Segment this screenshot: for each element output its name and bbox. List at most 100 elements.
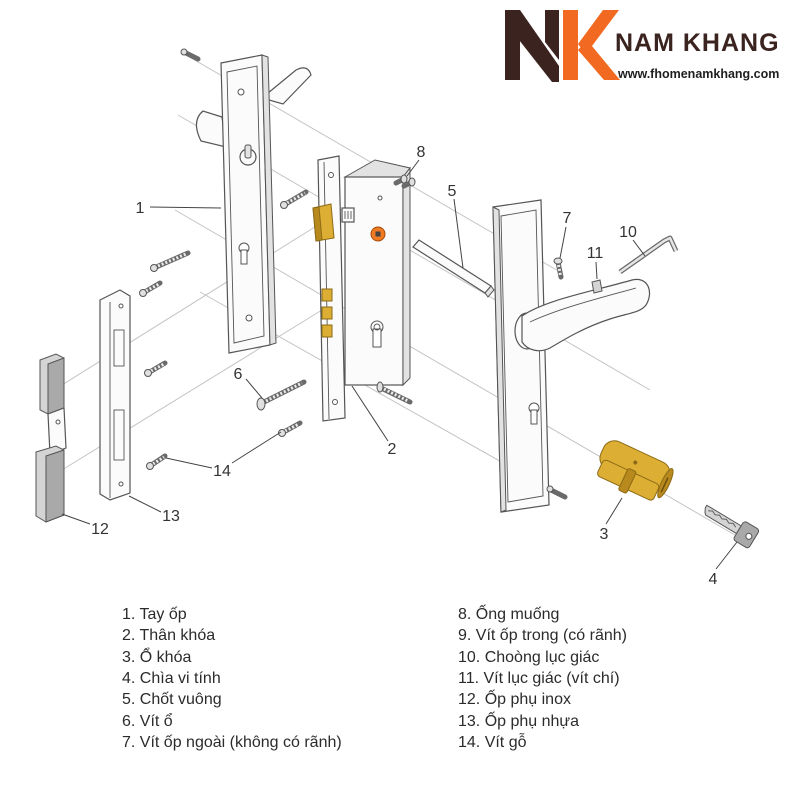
callout-11: 11 [587,245,604,262]
inner-plate-edge [492,206,507,513]
wood-screw [146,453,168,470]
spindle-bar [412,239,492,294]
case-rivet [377,195,383,201]
screw-head [546,485,554,493]
inner-lever-contour [529,287,637,323]
screw-thread [265,381,303,403]
lock-case-side [402,166,411,387]
plastic-strike-hole-bottom [118,481,124,487]
screw-head [144,369,152,377]
outer-plate-screw-hole-top [237,88,245,96]
grub-screw [591,279,603,294]
stainless-strike-plate [35,353,67,523]
leader-line-4 [715,541,738,570]
leader-lines [61,159,738,570]
square-spindle [412,239,495,298]
outer-plate-edge [261,54,277,346]
spindle-hub-square [375,231,381,237]
cylinder-hole-slot [372,328,382,348]
key-cuts [708,510,737,528]
screw-head [146,462,154,470]
legend-item-12: 12. Ốp phụ inox [458,691,571,709]
brand-website: www.fhomenamkhang.com [618,67,780,81]
outer-plate-body [220,54,271,354]
outer-plate-screw [553,257,564,280]
inner-plate-bottom-screw [546,485,568,500]
inner-handle-plate [492,199,651,513]
logo-k-stem [563,10,578,80]
top-plate-screw [180,48,201,62]
key-bow-hole [745,532,753,540]
cylinder-hole-inner [373,323,381,331]
inner-plate-inner-border [500,209,544,503]
leader-line-8 [406,159,420,177]
exploded-lock-diagram: 1 2 3 4 5 6 7 8 10 11 12 13 14 [35,48,760,588]
screw-thread [150,362,165,373]
thumbturn-knob [244,144,252,159]
plastic-strike-bolt-window [113,409,125,461]
callout-4: 4 [709,571,718,588]
screw-head [139,289,147,297]
screw-head [256,397,266,411]
screw-thread [286,191,306,205]
cylinder-cam [618,468,637,494]
legend-item-2: 2. Thân khóa [122,627,216,645]
wood-screws [139,48,309,470]
outer-plate-inner-border [226,65,265,344]
callout-7: 7 [563,210,572,227]
leader-line-2 [351,385,389,442]
callout-10: 10 [619,224,637,241]
strike-connecting-plate [47,407,67,455]
leader-line-3 [605,497,623,525]
faceplate-screw-hole-top [328,172,334,178]
plastic-strike-hole-top [118,303,124,309]
deadbolt-segment [321,288,333,302]
strike-upper-block-face [47,357,65,415]
leader-line-10 [632,239,646,257]
logo-n-right-bar [545,10,559,60]
leader-line-6 [245,378,263,399]
screw-head [180,48,188,56]
grub-screw-body [591,279,603,294]
screw-thread [284,422,300,433]
leader-line-13 [128,495,162,513]
leader-line-7 [559,226,567,259]
outer-lever-handle-top [260,67,312,105]
callout-5: 5 [448,183,457,200]
outer-lever-handle-left [195,110,227,148]
strike-lower-block-face [45,449,65,523]
parts-legend-left: 1. Tay ốp 2. Thân khóa 3. Ổ khóa 4. Chìa… [122,604,342,753]
plastic-strike-latch-window [113,329,125,367]
legend-item-10: 10. Choòng lục giác [458,648,600,666]
legend-item-3: 3. Ổ khóa [122,648,192,666]
outer-keyhole-slot [240,249,248,265]
sleeve-pin-head [408,177,416,187]
legend-item-7: 7. Vít ốp ngoài (không có rãnh) [122,734,342,752]
cylinder-screw [256,379,307,411]
callout-6: 6 [234,366,243,383]
inner-keyhole-slot [530,409,538,425]
callout-14: 14 [213,463,231,480]
lock-body [312,155,411,422]
screw-head [376,381,384,393]
computer-key [704,504,760,549]
leader-line-11 [595,261,598,280]
wood-screw [150,250,191,272]
logo-k-lower-arm [578,40,620,80]
screw-shaft [259,379,307,406]
screw-head [150,264,158,272]
legend-item-11: 11. Vít lục giác (vít chí) [458,670,620,688]
cylinder-screw-hole [633,460,638,465]
wood-screw [278,420,303,437]
leader-line-5 [453,198,464,269]
screw-thread [145,282,160,293]
legend-item-1: 1. Tay ốp [122,606,187,623]
lock-case-top [343,159,411,178]
deadbolt-segment [321,306,333,320]
hex-wrench [618,235,679,275]
callout-13: 13 [162,508,180,525]
deadbolt-segment [321,324,333,338]
hex-wrench-highlight [619,236,678,274]
leader-line-14-left [165,457,213,469]
legend-item-5: 5. Chốt vuông [122,691,222,709]
